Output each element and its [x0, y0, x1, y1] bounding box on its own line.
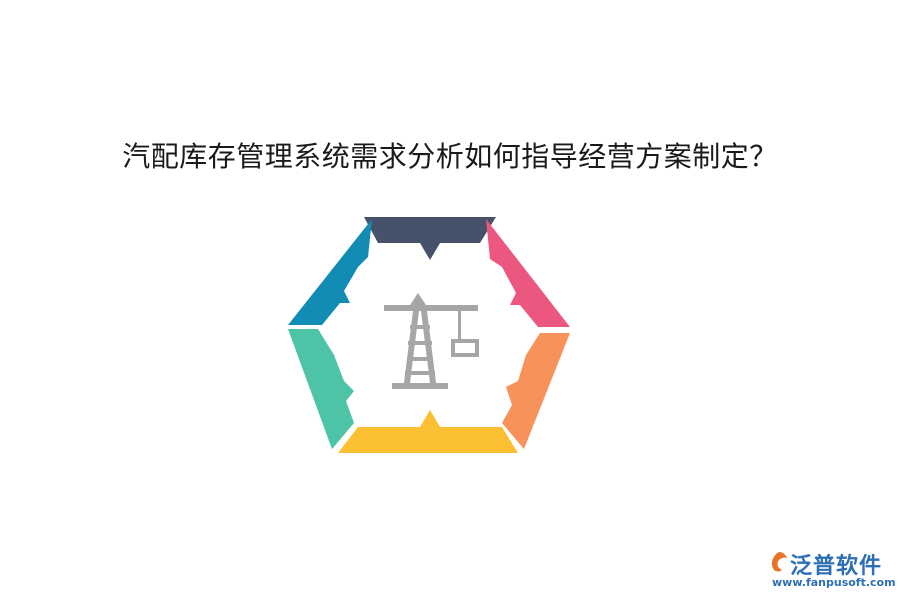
page-title: 汽配库存管理系统需求分析如何指导经营方案制定？	[122, 140, 778, 173]
segment-upper-left	[288, 219, 372, 325]
logo-text: 泛普软件	[790, 554, 883, 579]
segment-bottom	[338, 410, 518, 453]
crane-icon	[384, 293, 479, 389]
logo-url: www.fanpusoft.com	[772, 576, 896, 589]
segment-lower-left	[288, 329, 354, 449]
logo-mark-icon	[771, 552, 787, 572]
segment-lower-right	[502, 333, 570, 449]
segment-top	[364, 217, 496, 260]
hexagon-cycle-diagram	[288, 217, 570, 453]
brand-logo: 泛普软件 www.fanpusoft.com	[766, 548, 898, 596]
segment-upper-right	[486, 219, 570, 327]
